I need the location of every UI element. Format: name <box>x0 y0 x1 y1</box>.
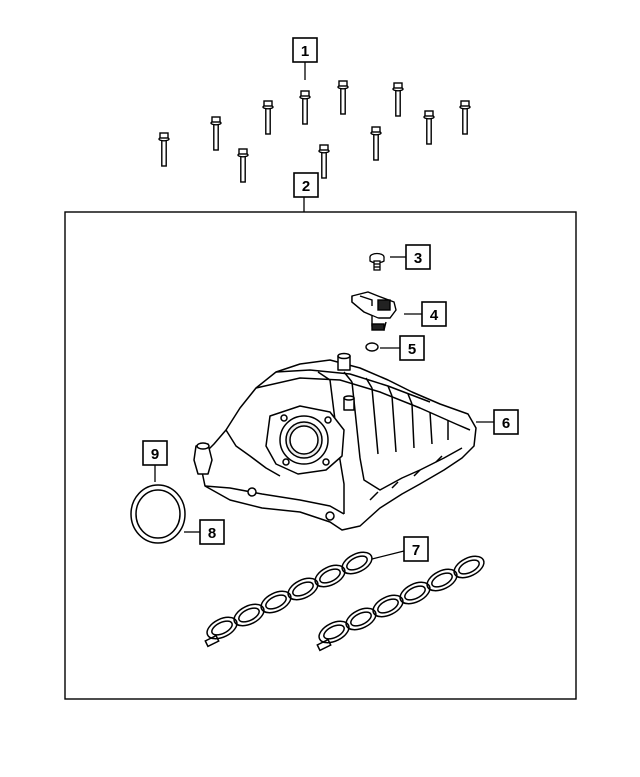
callout-3[interactable]: 3 <box>390 244 431 270</box>
bolt <box>337 80 349 115</box>
gasket <box>204 551 373 648</box>
callout-9-label: 9 <box>151 446 159 463</box>
kit-frame <box>64 211 577 700</box>
bolt <box>318 144 330 179</box>
bolt <box>237 148 249 183</box>
callout-7-label: 7 <box>412 542 420 559</box>
callout-3-label: 3 <box>414 250 422 267</box>
callout-6[interactable]: 6 <box>476 409 519 435</box>
callout-4[interactable]: 4 <box>404 301 447 327</box>
bolt <box>423 110 435 145</box>
o-ring <box>365 342 379 352</box>
callout-8[interactable]: 8 <box>184 519 225 545</box>
callout-1-label: 1 <box>301 43 309 60</box>
gasket <box>316 555 485 652</box>
callout-8-label: 8 <box>208 525 216 542</box>
bolt <box>459 100 471 135</box>
callout-9[interactable]: 9 <box>142 440 168 482</box>
intake-manifold <box>193 352 477 531</box>
bolt <box>210 116 222 151</box>
callout-2-label: 2 <box>302 178 310 195</box>
callout-2[interactable]: 2 <box>293 172 319 212</box>
bolt <box>392 82 404 117</box>
callout-5[interactable]: 5 <box>380 335 425 361</box>
callout-7[interactable]: 7 <box>371 536 429 562</box>
manifold-gaskets <box>204 551 485 652</box>
bolt <box>158 132 170 167</box>
callout-6-label: 6 <box>502 415 510 432</box>
bolt <box>299 90 311 125</box>
callout-4-label: 4 <box>430 307 439 324</box>
map-sensor <box>351 291 397 331</box>
callout-5-label: 5 <box>408 341 416 358</box>
bolt <box>370 126 382 161</box>
throttle-body-seal <box>130 484 186 544</box>
callout-7-leader <box>371 550 405 560</box>
callout-1[interactable]: 1 <box>292 37 318 80</box>
bolt-set <box>158 80 471 183</box>
bolt <box>262 100 274 135</box>
screw <box>369 252 385 271</box>
